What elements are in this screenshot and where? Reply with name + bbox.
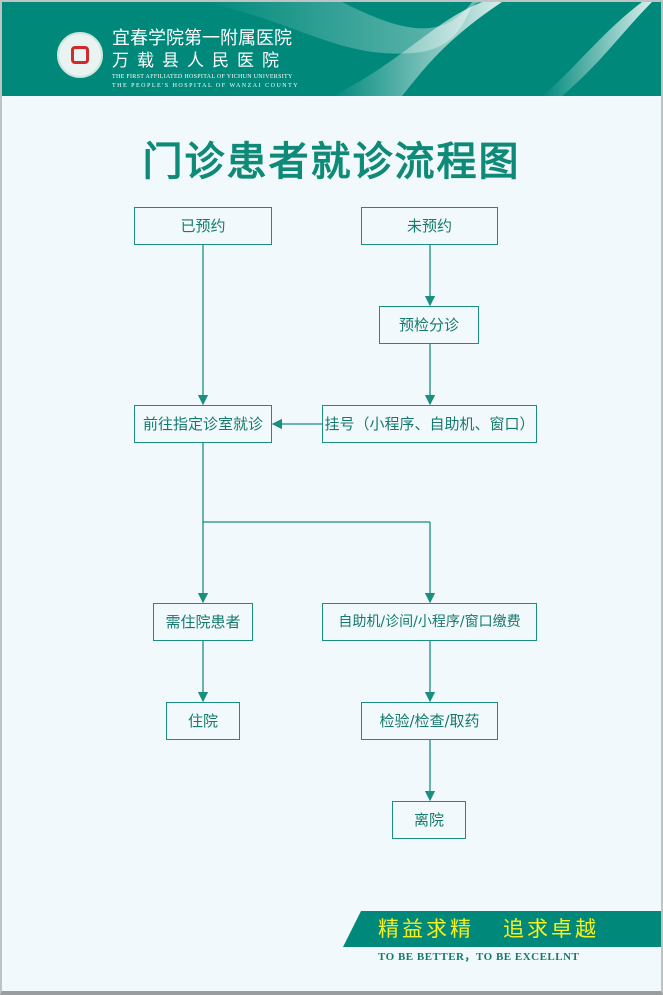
header-banner: 宜春学院第一附属医院 万载县人民医院 THE FIRST AFFILIATED … [2, 2, 661, 96]
node-goto-clinic: 前往指定诊室就诊 [134, 405, 272, 443]
node-tests: 检验/检查/取药 [361, 702, 498, 740]
hospital-name-cn-1: 宜春学院第一附属医院 [112, 28, 292, 49]
edge-clinic-split [202, 443, 430, 523]
node-booked: 已预约 [134, 207, 272, 245]
wave-decoration [202, 2, 652, 96]
hospital-name-en-2: THE PEOPLE'S HOSPITAL OF WANZAI COUNTY [112, 83, 300, 89]
hospital-name-en-1: THE FIRST AFFILIATED HOSPITAL OF YICHUN … [112, 74, 293, 80]
hospital-name-cn-2: 万载县人民医院 [112, 51, 287, 71]
hospital-logo [57, 32, 103, 78]
page-title: 门诊患者就诊流程图 [142, 139, 521, 185]
node-payment: 自助机/诊间/小程序/窗口缴费 [322, 603, 537, 641]
node-unbooked: 未预约 [361, 207, 498, 245]
node-inpatient-needed: 需住院患者 [153, 603, 253, 641]
slogan-cn: 精益求精 追求卓越 [378, 917, 600, 941]
node-triage: 预检分诊 [379, 306, 479, 344]
node-discharge: 离院 [392, 801, 466, 839]
node-register: 挂号（小程序、自助机、窗口） [322, 405, 537, 443]
logo-cross-icon [71, 46, 89, 64]
slogan-en: TO BE BETTER，TO BE EXCELLNT [378, 951, 580, 963]
node-hospitalize: 住院 [166, 702, 240, 740]
slogan-banner [343, 911, 663, 947]
